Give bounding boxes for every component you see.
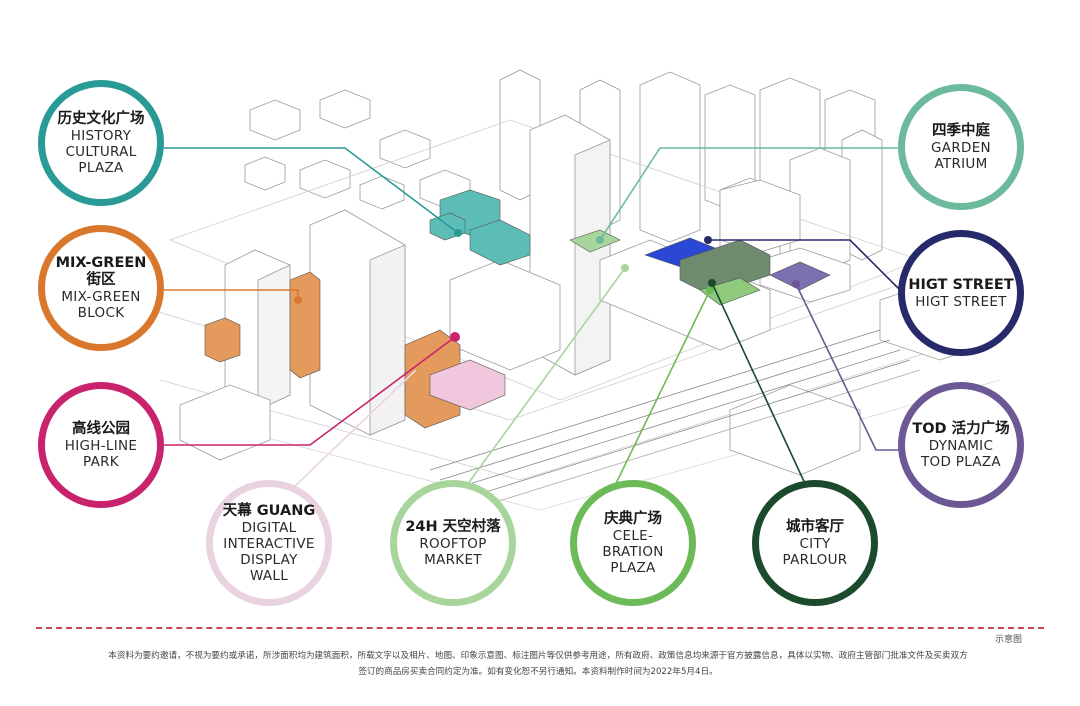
badge-en: ATRIUM	[934, 155, 988, 172]
badge-zh: 天幕 GUANG	[222, 502, 316, 519]
badge-en: DISPLAY	[240, 551, 298, 568]
badge-high-street: HIGT STREET HIGT STREET	[898, 230, 1024, 356]
badge-zh: HIGT STREET	[908, 276, 1014, 293]
badge-en: CITY	[799, 535, 831, 552]
badge-zh: 高线公园	[72, 420, 130, 437]
badge-en: PLAZA	[610, 559, 656, 576]
badge-en: DYNAMIC	[928, 437, 994, 454]
badge-en: PARK	[83, 453, 119, 470]
disclaimer: 本资料为要约邀请，不视为要约或承诺，所涉面积均为建筑面积，所载文字以及相片、地图…	[58, 648, 1018, 680]
badge-zh: 城市客厅	[786, 518, 844, 535]
badge-en: PARLOUR	[782, 551, 848, 568]
badge-en: CULTURAL	[65, 143, 137, 160]
badge-rooftop-market: 24H 天空村落 ROOFTOP MARKET	[390, 480, 516, 606]
badge-zh: MIX-GREEN	[55, 255, 147, 271]
disclaimer-line: 签订的商品房买卖合同约定为准。如有变化恕不另行通知。本资料制作时间为2022年5…	[358, 667, 718, 677]
badge-zh: 历史文化广场	[57, 110, 145, 127]
badge-en: BRATION	[602, 543, 664, 560]
badge-city-parlour: 城市客厅 CITY PARLOUR	[752, 480, 878, 606]
badge-zh: 24H 天空村落	[405, 518, 501, 535]
badge-en: HISTORY	[70, 127, 132, 144]
badge-en: PLAZA	[78, 159, 124, 176]
badge-zh: 街区	[86, 272, 116, 288]
badge-en: BLOCK	[77, 305, 125, 321]
badge-en: DIGITAL	[241, 519, 297, 536]
badge-en: CELE-	[612, 527, 654, 544]
badge-tod-plaza: TOD 活力广场 DYNAMIC TOD PLAZA	[898, 382, 1024, 508]
disclaimer-line: 本资料为要约邀请，不视为要约或承诺，所涉面积均为建筑面积，所载文字以及相片、地图…	[108, 651, 968, 661]
badge-zh: 庆典广场	[604, 510, 662, 527]
badge-guang-display-wall: 天幕 GUANG DIGITAL INTERACTIVE DISPLAY WAL…	[206, 480, 332, 606]
badge-en: TOD PLAZA	[921, 453, 1001, 470]
badge-high-line-park: 高线公园 HIGH-LINE PARK	[38, 382, 164, 508]
badge-en: HIGH-LINE	[64, 437, 138, 454]
badge-en: ROOFTOP	[419, 535, 487, 552]
badge-en: HIGT STREET	[915, 293, 1007, 310]
caption-schematic: 示意图	[994, 635, 1022, 645]
badge-mix-green-block: MIX-GREEN 街区 MIX-GREEN BLOCK	[38, 225, 164, 351]
badge-garden-atrium: 四季中庭 GARDEN ATRIUM	[898, 84, 1024, 210]
badge-history-cultural-plaza: 历史文化广场 HISTORY CULTURAL PLAZA	[38, 80, 164, 206]
badge-celebration-plaza: 庆典广场 CELE- BRATION PLAZA	[570, 480, 696, 606]
badge-en: GARDEN	[931, 139, 991, 156]
footer-divider	[36, 627, 1044, 629]
badge-en: INTERACTIVE	[223, 535, 315, 552]
badge-zh: TOD 活力广场	[912, 420, 1010, 437]
badge-en: WALL	[249, 567, 289, 584]
badge-zh: 四季中庭	[932, 122, 990, 139]
badge-en: MARKET	[424, 551, 482, 568]
badge-en: MIX-GREEN	[61, 289, 141, 305]
